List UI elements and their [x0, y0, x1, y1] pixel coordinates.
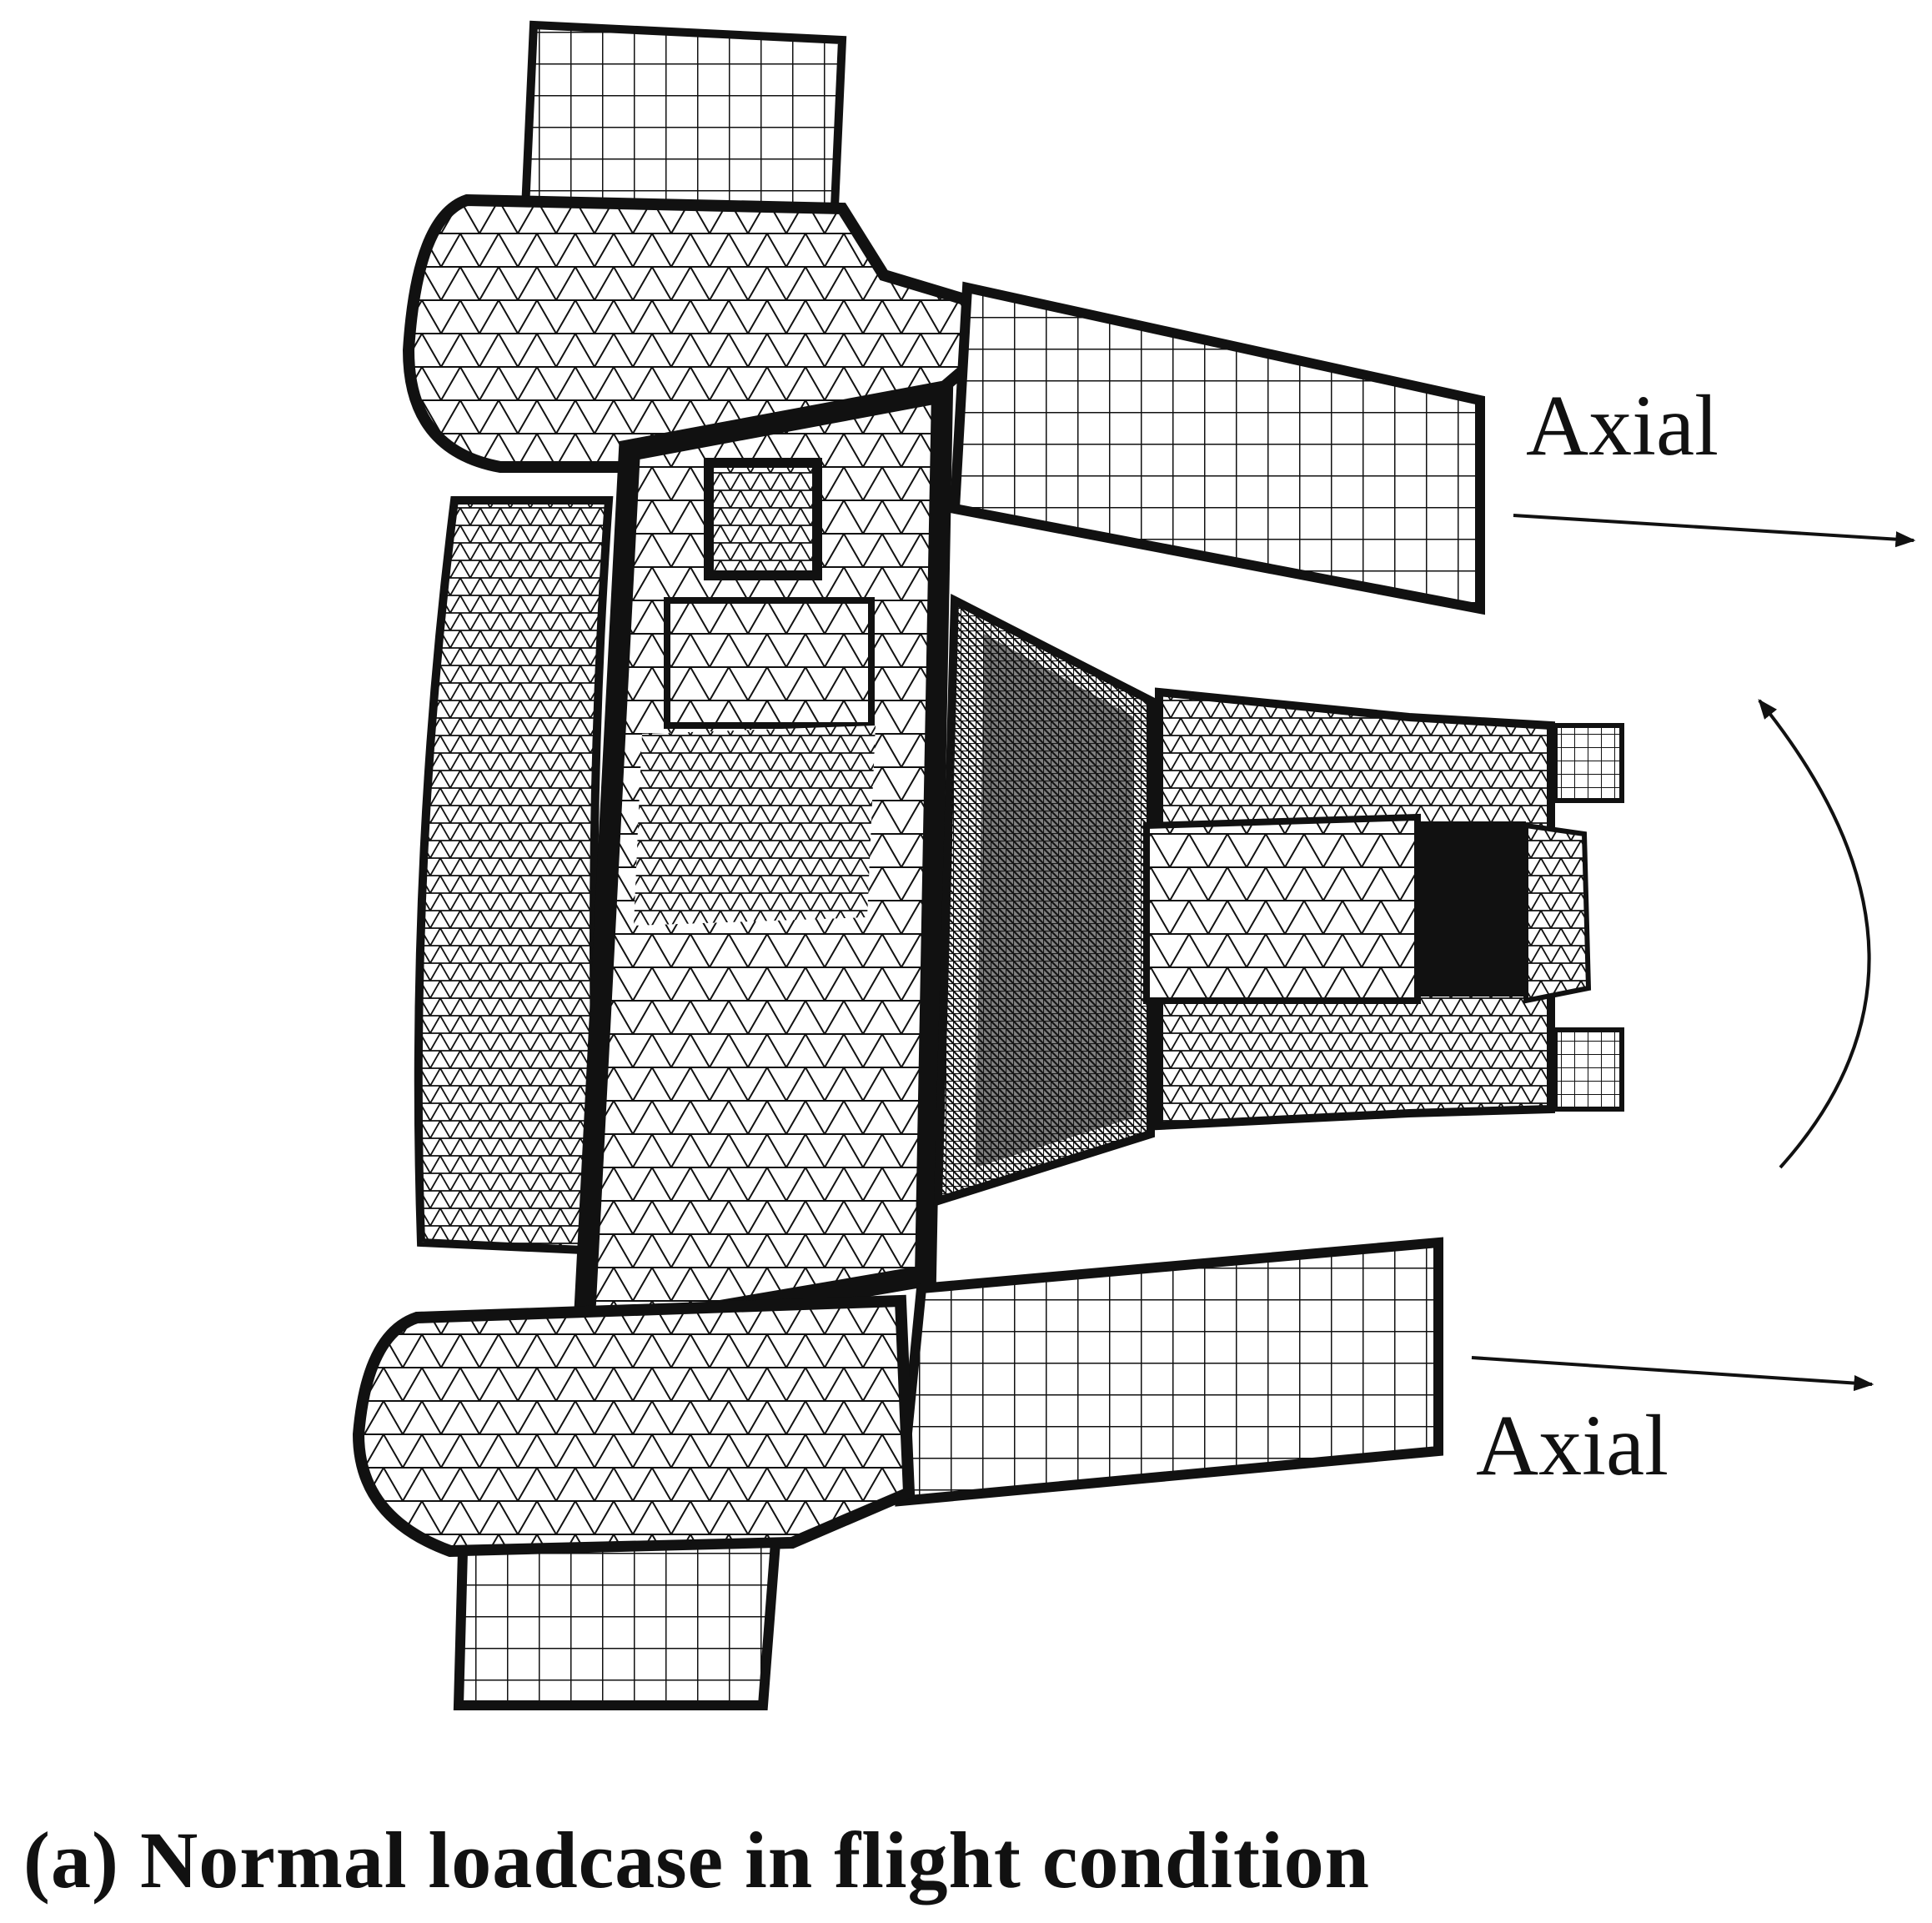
- lower-knuckle: [352, 1294, 916, 1558]
- axial-label-bottom: Axial: [1476, 1398, 1669, 1494]
- bottom-shaft: [453, 1537, 781, 1710]
- axial-arrow-bottom: [1471, 1356, 1874, 1392]
- upper-flange-arm: [949, 281, 1485, 615]
- figure-caption: (a) Normal loadcase in flight condition: [23, 1815, 1370, 1905]
- top-shaft: [520, 20, 847, 230]
- rotation-arrow: [1758, 699, 1871, 1169]
- left-outer-plate: [414, 496, 614, 1256]
- ribbed-cone: [933, 593, 1155, 1207]
- lower-flange-arm: [895, 1237, 1443, 1507]
- main-body: [572, 379, 954, 1348]
- axial-arrow-top: [1513, 514, 1916, 548]
- axial-label-top: Axial: [1526, 378, 1719, 474]
- right-hub: [1143, 687, 1624, 1131]
- upper-knuckle: [402, 193, 973, 473]
